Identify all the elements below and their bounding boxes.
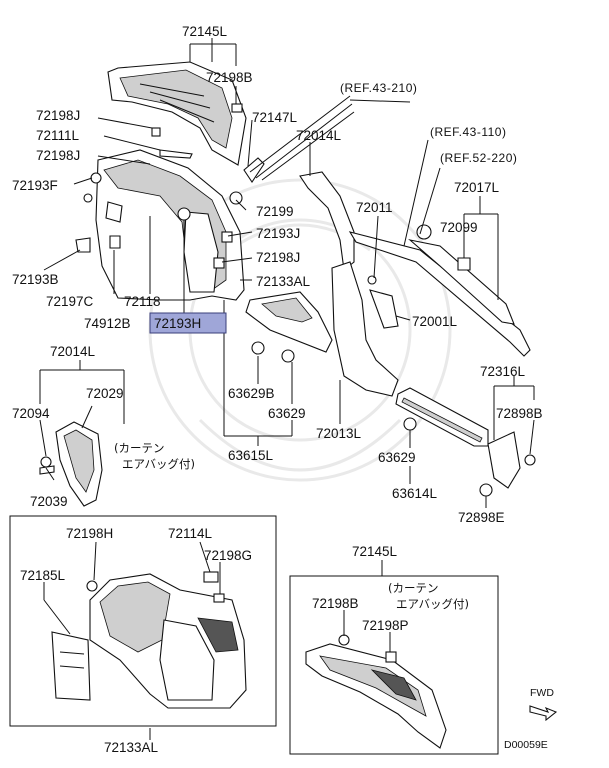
label-72198H[interactable]: 72198H <box>66 526 113 541</box>
label-72011[interactable]: 72011 <box>356 200 393 215</box>
label-72316L[interactable]: 72316L <box>480 364 526 379</box>
label-72145L-bottom[interactable]: 72145L <box>352 544 398 559</box>
label-74912B[interactable]: 74912B <box>84 316 131 331</box>
highlight-72193H <box>149 312 227 334</box>
ref-52-220[interactable]: (REF.52-220) <box>440 151 517 165</box>
label-72133AL-top[interactable]: 72133AL <box>256 274 311 289</box>
label-72118[interactable]: 72118 <box>124 294 161 309</box>
label-72114L[interactable]: 72114L <box>168 526 213 541</box>
ref-43-210[interactable]: (REF.43-210) <box>340 81 417 95</box>
label-72193B[interactable]: 72193B <box>12 272 59 287</box>
label-63629-b[interactable]: 63629 <box>378 450 416 465</box>
label-72198P[interactable]: 72198P <box>362 618 409 633</box>
note-curtain-airbag-1-b: (カーテン <box>388 581 439 595</box>
label-72013L[interactable]: 72013L <box>316 426 362 441</box>
note-curtain-airbag-2: エアバッグ付) <box>122 457 195 471</box>
labels-middle: 72014L 72029 72094 (カーテン エアバッグ付) 72039 6… <box>12 344 543 525</box>
label-72198B-top[interactable]: 72198B <box>206 70 253 85</box>
label-72039[interactable]: 72039 <box>30 494 68 509</box>
part-72118-quarter-trim[interactable] <box>95 149 245 301</box>
label-72185L[interactable]: 72185L <box>20 568 66 583</box>
note-curtain-airbag-1: (カーテン <box>114 441 165 455</box>
roof-rail-lines <box>249 95 355 181</box>
labels-top: 72145L 72198B 72198J 72147L 72111L 72014… <box>12 24 500 334</box>
diagram-id: D00059E <box>504 739 548 751</box>
label-72898E[interactable]: 72898E <box>458 510 505 525</box>
label-72198J-c[interactable]: 72198J <box>256 250 300 265</box>
label-72199[interactable]: 72199 <box>256 204 294 219</box>
ref-43-110[interactable]: (REF.43-110) <box>430 125 506 139</box>
fwd-indicator: FWD <box>529 687 558 722</box>
label-72197C[interactable]: 72197C <box>46 294 94 309</box>
label-63614L[interactable]: 63614L <box>392 486 438 501</box>
label-72198B-bottom[interactable]: 72198B <box>312 596 359 611</box>
part-63614L-scuff[interactable] <box>395 387 489 447</box>
label-72014L-left[interactable]: 72014L <box>50 344 96 359</box>
label-72111L[interactable]: 72111L <box>36 128 80 143</box>
inset-box-right: 72145L (カーテン エアバッグ付) 72198B 72198P <box>289 544 499 755</box>
fwd-arrow-icon <box>529 705 558 722</box>
label-72145L-top[interactable]: 72145L <box>182 24 228 39</box>
label-63629-a[interactable]: 63629 <box>268 406 306 421</box>
reference-labels: (REF.43-210) (REF.43-110) (REF.52-220) <box>340 81 517 165</box>
part-72147L-strip[interactable] <box>243 157 265 183</box>
label-72198G[interactable]: 72198G <box>204 548 252 563</box>
label-72029[interactable]: 72029 <box>86 386 124 401</box>
label-63629B[interactable]: 63629B <box>228 386 275 401</box>
label-72014L-top[interactable]: 72014L <box>296 128 342 143</box>
part-72316L-bracket[interactable] <box>479 431 536 497</box>
label-72147L[interactable]: 72147L <box>252 110 298 125</box>
part-72017L-rail[interactable] <box>408 224 515 325</box>
label-72001L[interactable]: 72001L <box>412 314 458 329</box>
label-72198J-a[interactable]: 72198J <box>36 108 80 123</box>
part-72029-pillar-piece[interactable] <box>39 421 103 507</box>
note-curtain-airbag-2-b: エアバッグ付) <box>396 597 469 611</box>
label-72198J-b[interactable]: 72198J <box>36 148 80 163</box>
label-72133AL-bottom[interactable]: 72133AL <box>104 740 159 755</box>
label-72099[interactable]: 72099 <box>440 220 478 235</box>
label-63615L[interactable]: 63615L <box>228 448 274 463</box>
fwd-label: FWD <box>530 687 554 699</box>
part-72145L-upper-trim[interactable] <box>107 61 247 166</box>
label-72193F[interactable]: 72193F <box>12 178 58 193</box>
inset-box-left: 72198H 72114L 72198G 72185L 72133AL <box>9 515 277 755</box>
label-72094[interactable]: 72094 <box>12 406 50 421</box>
label-72017L[interactable]: 72017L <box>454 180 500 195</box>
label-72193J[interactable]: 72193J <box>256 226 300 241</box>
label-72193H[interactable]: 72193H <box>154 316 201 331</box>
part-72013L-center-pillar[interactable] <box>245 261 399 397</box>
label-72898B[interactable]: 72898B <box>496 406 543 421</box>
